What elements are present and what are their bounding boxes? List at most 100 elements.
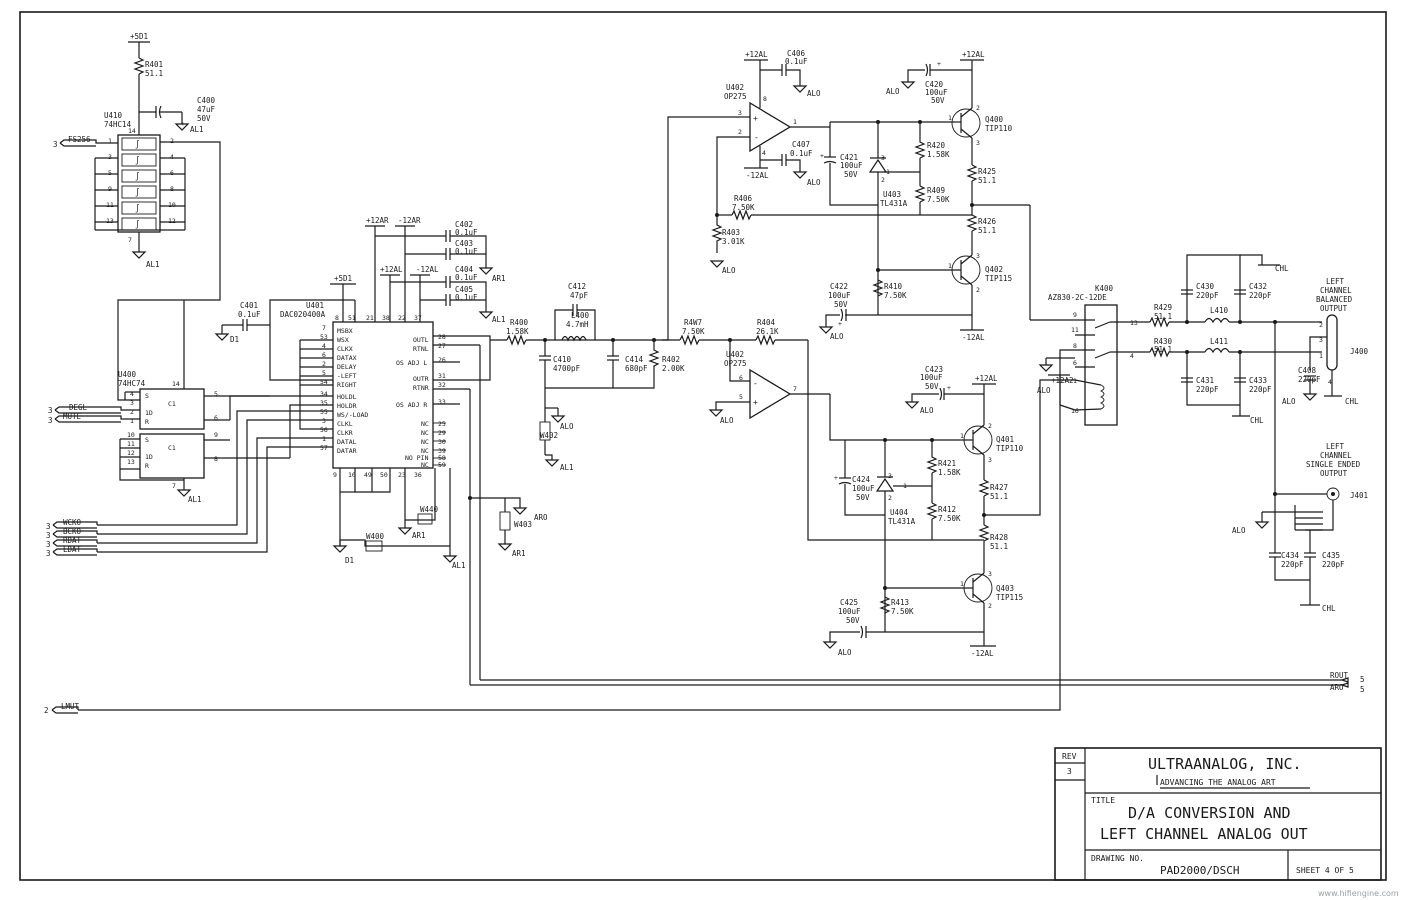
svg-text:DATAR: DATAR: [337, 447, 357, 455]
svg-text:R400: R400: [510, 318, 529, 327]
resistor-r412: [926, 502, 938, 520]
svg-text:C407: C407: [792, 140, 810, 149]
svg-text:25: 25: [438, 420, 446, 428]
svg-text:2: 2: [738, 128, 742, 136]
relay-k400: K400 AZ830-2C-12DE 9 11 8 6 13 4 1 16 +1…: [1037, 284, 1150, 426]
svg-text:C425: C425: [840, 598, 858, 607]
svg-text:57: 57: [320, 444, 328, 452]
signal-fs256: FS256: [68, 135, 91, 144]
ground-label-al1-c: AL1: [188, 495, 202, 504]
ground-label-alo-h: ALO: [920, 406, 934, 415]
svg-text:2: 2: [888, 494, 892, 502]
svg-text:+: +: [937, 60, 941, 68]
jumper-w400: [365, 540, 383, 552]
svg-text:U404: U404: [890, 508, 909, 517]
svg-text:SINGLE ENDED: SINGLE ENDED: [1306, 460, 1361, 469]
svg-text:+12AL: +12AL: [975, 374, 998, 383]
svg-text:8: 8: [170, 185, 174, 193]
rail-label-5d1: +5D1: [130, 32, 148, 41]
svg-text:31: 31: [438, 372, 446, 380]
u401-part: DAC020400A: [280, 310, 326, 319]
svg-text:CHANNEL: CHANNEL: [1320, 451, 1352, 460]
ground-label-aro-a: ARO: [534, 513, 548, 522]
svg-text:OUTL: OUTL: [413, 336, 429, 344]
svg-text:DELAY: DELAY: [337, 363, 357, 371]
u400-ref: U400: [118, 370, 137, 379]
svg-text:100uF: 100uF: [852, 484, 875, 493]
svg-text:10: 10: [348, 471, 356, 479]
svg-text:6: 6: [322, 351, 326, 359]
svg-text:0.1uF: 0.1uF: [455, 228, 478, 237]
svg-text:C408: C408: [1298, 366, 1317, 375]
svg-text:9: 9: [214, 431, 218, 439]
svg-text:220pF: 220pF: [1322, 560, 1345, 569]
svg-text:0.1uF: 0.1uF: [455, 293, 478, 302]
svg-text:HOLDR: HOLDR: [337, 402, 357, 410]
svg-text:100uF: 100uF: [920, 373, 943, 382]
svg-text:7.50K: 7.50K: [927, 195, 950, 204]
svg-text:NC: NC: [421, 447, 429, 455]
single-ended-output: LEFT CHANNEL SINGLE ENDED OUTPUT J401 AL…: [1232, 322, 1368, 613]
svg-text:51.1: 51.1: [990, 492, 1008, 501]
signal-bcko: BCKO: [63, 527, 82, 536]
u402a-opamp: U402 OP275 + - 8 3 2 4 1 +12AL ALO C406 …: [662, 49, 972, 341]
svg-text:R410: R410: [884, 282, 903, 291]
svg-text:C414: C414: [625, 355, 644, 364]
svg-text:47pF: 47pF: [570, 291, 589, 300]
svg-text:RTNL: RTNL: [413, 345, 429, 353]
resistor-r401: [133, 57, 145, 75]
svg-text:J401: J401: [1350, 491, 1368, 500]
relay-coil: [1099, 384, 1105, 410]
svg-text:C402: C402: [455, 220, 473, 229]
svg-text:TL431A: TL431A: [888, 517, 916, 526]
svg-text:+: +: [834, 474, 838, 482]
svg-text:∫: ∫: [135, 204, 140, 213]
svg-text:R427: R427: [990, 483, 1008, 492]
svg-text:220pF: 220pF: [1196, 291, 1219, 300]
svg-text:DATAX: DATAX: [337, 354, 357, 362]
connector-j400: [1326, 314, 1338, 371]
c400-v: 50V: [197, 114, 211, 123]
svg-text:5: 5: [108, 169, 112, 177]
svg-text:WSX: WSX: [337, 336, 349, 344]
svg-text:50V: 50V: [931, 96, 945, 105]
svg-text:+: +: [181, 120, 185, 128]
svg-text:2: 2: [1319, 321, 1323, 329]
svg-text:L411: L411: [1210, 337, 1228, 346]
svg-text:4: 4: [762, 149, 766, 157]
svg-text:220pF: 220pF: [1281, 560, 1304, 569]
svg-text:3: 3: [976, 252, 980, 260]
svg-text:2: 2: [170, 137, 174, 145]
svg-text:22: 22: [398, 314, 406, 322]
svg-text:TIP110: TIP110: [985, 124, 1013, 133]
svg-text:OUTPUT: OUTPUT: [1320, 469, 1348, 478]
svg-text:R413: R413: [891, 598, 909, 607]
u401-dac: U401 DAC020400A +5D1 MSBX 7 WSX 53 CLKX …: [214, 226, 466, 570]
svg-text:OUTR: OUTR: [413, 375, 429, 383]
svg-text:2: 2: [130, 408, 134, 416]
svg-text:3: 3: [48, 416, 53, 425]
svg-text:6: 6: [214, 414, 218, 422]
svg-text:+: +: [753, 114, 758, 123]
svg-text:50V: 50V: [856, 493, 870, 502]
svg-text:7.50K: 7.50K: [682, 327, 705, 336]
svg-text:11: 11: [127, 440, 135, 448]
svg-text:7: 7: [172, 482, 176, 490]
svg-text:3: 3: [738, 109, 742, 117]
svg-text:7.50K: 7.50K: [884, 291, 907, 300]
svg-text:1: 1: [948, 262, 952, 270]
top-output-stage: +12AL + ALO C420 100uF 50V 2 3 1 Q400 TI…: [818, 50, 1075, 342]
svg-text:23: 23: [398, 471, 406, 479]
svg-text:5: 5: [1360, 675, 1365, 684]
u410-hex-inverter: U410 74HC14 14 ∫ ∫ ∫ ∫ ∫ ∫ 1 2 3 4 5 6 9…: [53, 111, 221, 401]
svg-text:2: 2: [988, 602, 992, 610]
svg-text:∫: ∫: [135, 140, 140, 149]
svg-text:1.58K: 1.58K: [927, 150, 950, 159]
ground-label-alo-c: ALO: [807, 178, 821, 187]
svg-text:NC: NC: [421, 438, 429, 446]
signal-lmut: LMUT: [61, 702, 80, 711]
svg-text:3: 3: [46, 540, 51, 549]
resistor-r427: [978, 479, 990, 497]
svg-text:13: 13: [127, 458, 135, 466]
resistor-r420: [914, 122, 926, 159]
